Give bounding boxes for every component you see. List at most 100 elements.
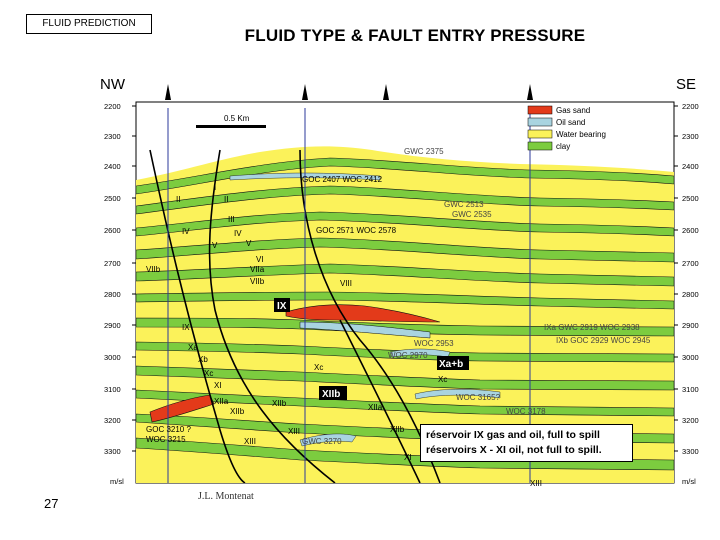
depth-label: 2900: [682, 321, 699, 330]
unit-label: VIIa: [250, 265, 265, 274]
contact-label: GWC 2513: [444, 200, 484, 209]
depth-label: 2600: [104, 226, 121, 235]
contact-label: WOC 3178: [506, 407, 546, 416]
contact-label: GOC 3210 ?: [146, 425, 191, 434]
unit-label: Xc: [314, 363, 323, 372]
strata: [136, 146, 674, 483]
unit-label: IV: [234, 229, 242, 238]
contact-labels: GWC 2375 GOC 2407 WOC 2412 GWC 2513 GWC …: [146, 147, 651, 446]
depth-unit: m/sl: [110, 477, 124, 486]
depth-label: 2900: [104, 321, 121, 330]
depth-label: 3300: [104, 447, 121, 456]
scale-bar: 0.5 Km: [196, 114, 266, 128]
depth-label: 3000: [682, 353, 699, 362]
depth-label: 3200: [104, 416, 121, 425]
highlight-ix: IX: [274, 298, 290, 312]
reservoir-annotation: réservoir IX gas and oil, full to spill …: [420, 424, 633, 462]
gas-sand-nw: [149, 394, 215, 423]
depth-label: 3100: [104, 385, 121, 394]
unit-label: XIIb: [230, 407, 245, 416]
depth-label: 2800: [104, 290, 121, 299]
contact-label: IXb GOC 2929 WOC 2945: [556, 336, 651, 345]
unit-labels: I II II III IV IV V V VI VIIa VIIb VIIb …: [146, 183, 542, 488]
contact-label: GWC 2535: [452, 210, 492, 219]
depth-label: 2500: [682, 194, 699, 203]
depth-label: 2200: [682, 102, 699, 111]
fluid-prediction-tag: FLUID PREDICTION: [26, 14, 152, 34]
unit-label: XI: [214, 381, 222, 390]
page-number: 27: [44, 496, 59, 511]
depth-label: 2800: [682, 290, 699, 299]
unit-label: IV: [182, 227, 190, 236]
highlight-xab: Xa+b: [437, 356, 469, 370]
depth-label: 2700: [682, 259, 699, 268]
depth-label: 2600: [682, 226, 699, 235]
annotation-line-1: réservoir IX gas and oil, full to spill: [426, 429, 600, 441]
unit-label: V: [246, 239, 252, 248]
legend: Gas sand Oil sand Water bearing clay: [527, 105, 606, 151]
direction-nw: NW: [100, 76, 125, 93]
contact-label: WOC 3215: [146, 435, 186, 444]
unit-label: Xc: [438, 375, 447, 384]
scale-bar-label: 0.5 Km: [224, 114, 250, 123]
depth-label: 3300: [682, 447, 699, 456]
unit-label-xab: Xa+b: [439, 359, 463, 370]
contact-label: GOC 2571 WOC 2578: [316, 226, 397, 235]
direction-se: SE: [676, 76, 697, 93]
legend-label: clay: [556, 142, 570, 151]
depth-label: 2200: [104, 102, 121, 111]
unit-label: XIII: [530, 479, 542, 488]
unit-label: Xb: [198, 355, 208, 364]
depth-label: 2700: [104, 259, 121, 268]
wells: [167, 108, 531, 483]
contact-label: WOC 2970: [388, 351, 428, 360]
unit-label: II: [176, 195, 180, 204]
unit-label: XI: [404, 453, 412, 462]
depth-label: 2500: [104, 194, 121, 203]
unit-label: II: [224, 195, 228, 204]
unit-label: I: [214, 183, 216, 192]
contact-label: WOC 3165?: [456, 393, 501, 402]
unit-label-xiib: XIIb: [322, 389, 340, 400]
contact-label: GWC 2375: [404, 147, 444, 156]
legend-swatch-clay: [527, 141, 553, 151]
contact-label: IXa GWC 2919 WOC 2938: [544, 323, 640, 332]
unit-label: III: [228, 215, 235, 224]
legend-label: Water bearing: [556, 130, 606, 139]
unit-label: XIIb: [272, 399, 287, 408]
oil-sand-ix: [299, 321, 431, 339]
unit-label: Xc: [204, 369, 213, 378]
depth-label: 3200: [682, 416, 699, 425]
unit-label: VIIb: [146, 265, 161, 274]
unit-label: Xa: [188, 343, 198, 352]
depth-label: 2300: [104, 132, 121, 141]
depth-labels-left: 2200 2300 2400 2500 2600 2700 2800 2900 …: [104, 102, 124, 486]
annotation-line-2: réservoirs X - XI oil, not full to spill…: [426, 444, 602, 456]
depth-labels-right: 2200 2300 2400 2500 2600 2700 2800 2900 …: [682, 102, 699, 486]
contact-label: GOC 2407 WOC 2412: [302, 175, 383, 184]
legend-swatch-gas: [527, 105, 553, 115]
legend-label: Oil sand: [556, 118, 585, 127]
unit-label: XIIa: [214, 397, 229, 406]
contact-label: GWC 3270: [302, 437, 342, 446]
legend-swatch-water: [527, 129, 553, 139]
contact-label: WOC 2953: [414, 339, 454, 348]
legend-label: Gas sand: [556, 106, 590, 115]
unit-label: XIII: [244, 437, 256, 446]
unit-label: XIII: [288, 427, 300, 436]
unit-label: IX: [182, 323, 190, 332]
unit-label: VI: [256, 255, 264, 264]
depth-label: 2400: [682, 162, 699, 171]
unit-label: XIIa: [368, 403, 383, 412]
unit-label-ix: IX: [277, 301, 287, 312]
depth-label: 2400: [104, 162, 121, 171]
page-title: FLUID TYPE & FAULT ENTRY PRESSURE: [244, 26, 586, 45]
author: J.L. Montenat: [198, 491, 254, 502]
depth-label: 2300: [682, 132, 699, 141]
depth-unit: m/sl: [682, 477, 696, 486]
legend-swatch-oil: [527, 117, 553, 127]
depth-label: 3100: [682, 385, 699, 394]
well-heads: [165, 84, 533, 100]
gas-sand-ix: [285, 304, 441, 323]
